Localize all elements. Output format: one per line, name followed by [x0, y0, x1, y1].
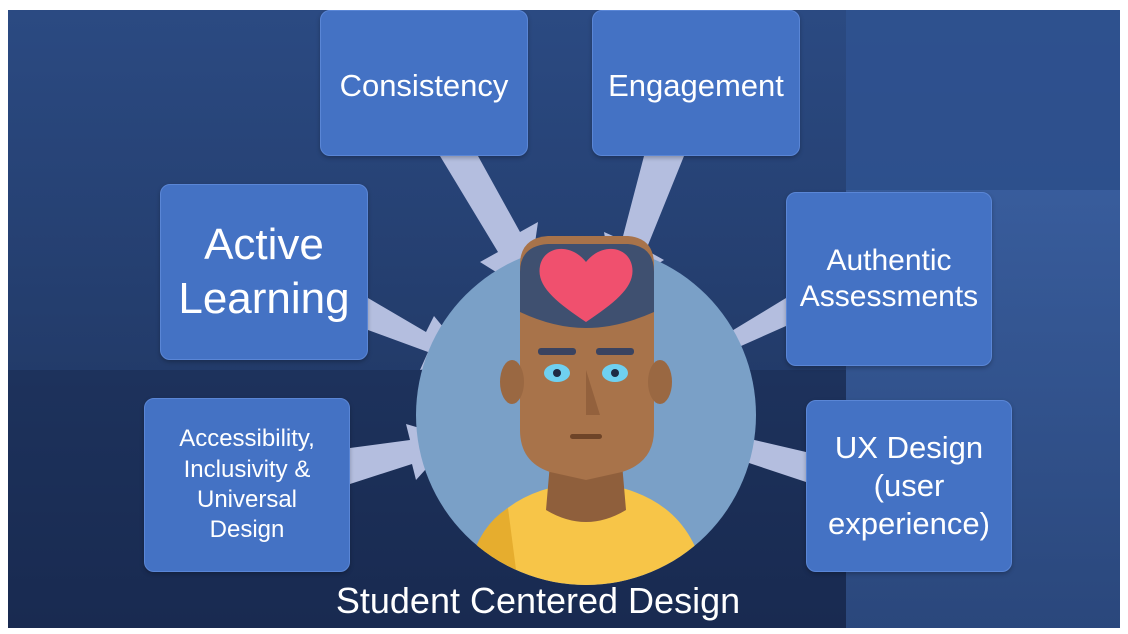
- box-engagement-label: Engagement: [608, 68, 784, 103]
- background-panel-top-right: [846, 10, 1120, 190]
- box-active-learning: Active Learning: [160, 184, 368, 360]
- arrow-consistency: [440, 156, 538, 292]
- box-consistency: Consistency: [320, 10, 528, 156]
- student-head-icon: [416, 236, 756, 585]
- box-accessibility-line-4: Design: [209, 516, 285, 544]
- slide: Consistency Engagement Active Learning A…: [8, 10, 1120, 628]
- box-ux-line-3: experience): [828, 505, 990, 541]
- box-ux-line-1: UX Design: [834, 430, 984, 466]
- box-accessibility-line-3: Universal: [196, 486, 298, 513]
- box-engagement: Engagement: [592, 10, 800, 156]
- box-active-learning-line-2: Learning: [178, 274, 350, 323]
- box-authentic-line-2: Assessments: [799, 280, 979, 313]
- heart-icon: [539, 248, 633, 322]
- box-ux-line-2: (user: [873, 468, 945, 504]
- box-ux-design: UX Design (user experience): [806, 400, 1012, 572]
- box-accessibility-line-1: Accessibility,: [179, 425, 315, 453]
- box-authentic-line-1: Authentic: [826, 244, 952, 277]
- diagram-art: [350, 156, 806, 585]
- slide-caption: Student Centered Design: [335, 580, 741, 621]
- box-active-learning-line-1: Active: [204, 220, 324, 270]
- box-authentic-assessments: Authentic Assessments: [786, 192, 992, 366]
- box-accessibility-line-2: Inclusivity &: [183, 455, 311, 483]
- box-consistency-label: Consistency: [339, 68, 509, 103]
- box-accessibility: Accessibility, Inclusivity & Universal D…: [144, 398, 350, 572]
